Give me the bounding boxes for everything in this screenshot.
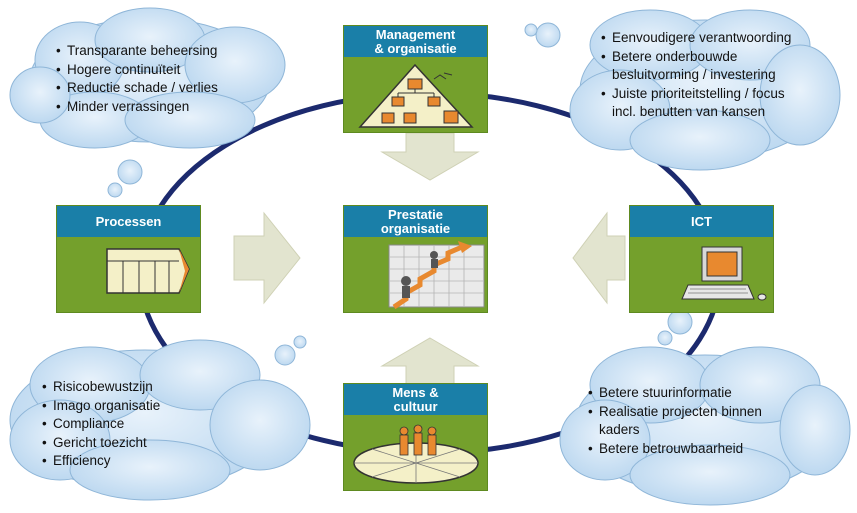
arrow-right <box>572 211 626 305</box>
box-processen-title: Processen <box>95 213 162 229</box>
computer-icon <box>681 246 767 301</box>
box-mens-cultuur-header: Mens & cultuur <box>344 384 487 415</box>
box-mens-cultuur-title-line1: Mens & <box>392 384 439 400</box>
box-processen: Processen <box>56 205 201 313</box>
list-item: Eenvoudigere verantwoording <box>601 29 816 48</box>
box-ict-header: ICT <box>630 206 773 237</box>
box-management-header: Management & organisatie <box>344 26 487 57</box>
box-prestatie-title-line1: Prestatie <box>388 206 443 222</box>
list-item: Compliance <box>42 415 160 434</box>
box-management-title-line2: & organisatie <box>374 40 457 56</box>
list-item: Efficiency <box>42 452 160 471</box>
box-ict: ICT <box>629 205 774 313</box>
box-ict-title: ICT <box>691 213 712 229</box>
list-item: Hogere continuïteit <box>56 61 218 80</box>
box-mens-cultuur-title-line2: cultuur <box>393 398 438 414</box>
list-item: Betere onderbouwde besluitvorming / inve… <box>601 48 816 85</box>
cloud-top-right-text: Eenvoudigere verantwoording Betere onder… <box>601 29 816 122</box>
box-mens-cultuur: Mens & cultuur <box>343 383 488 491</box>
box-prestatie-title-line2: organisatie <box>380 220 451 236</box>
box-processen-header: Processen <box>57 206 200 237</box>
list-item: Realisatie projecten binnen kaders <box>588 403 803 440</box>
people-circle-icon <box>353 424 479 484</box>
cloud-bottom-left-text: Risicobewustzijn Imago organisatie Compl… <box>42 378 160 471</box>
cloud-top-left-text: Transparante beheersing Hogere continuït… <box>56 42 218 116</box>
growth-chart-icon <box>388 241 485 310</box>
org-pyramid-icon <box>358 63 474 128</box>
list-item: Betere stuurinformatie <box>588 384 803 403</box>
list-item: Gericht toezicht <box>42 434 160 453</box>
list-item: Imago organisatie <box>42 397 160 416</box>
arrow-top <box>380 132 480 181</box>
list-item: Betere betrouwbaarheid <box>588 440 803 459</box>
cloud-bottom-right-text: Betere stuurinformatie Realisatie projec… <box>588 384 803 458</box>
list-item: Minder verrassingen <box>56 98 218 117</box>
box-management: Management & organisatie <box>343 25 488 133</box>
list-item: Transparante beheersing <box>56 42 218 61</box>
arrow-left <box>233 211 301 305</box>
box-prestatie: Prestatie organisatie <box>343 205 488 313</box>
list-item: Juiste prioriteitstelling / focus incl. … <box>601 85 802 122</box>
list-item: Reductie schade / verlies <box>56 79 218 98</box>
box-management-title-line1: Management <box>375 26 456 42</box>
process-chevron-icon <box>106 248 190 294</box>
arrow-bottom <box>380 337 480 386</box>
list-item: Risicobewustzijn <box>42 378 160 397</box>
box-prestatie-header: Prestatie organisatie <box>344 206 487 237</box>
